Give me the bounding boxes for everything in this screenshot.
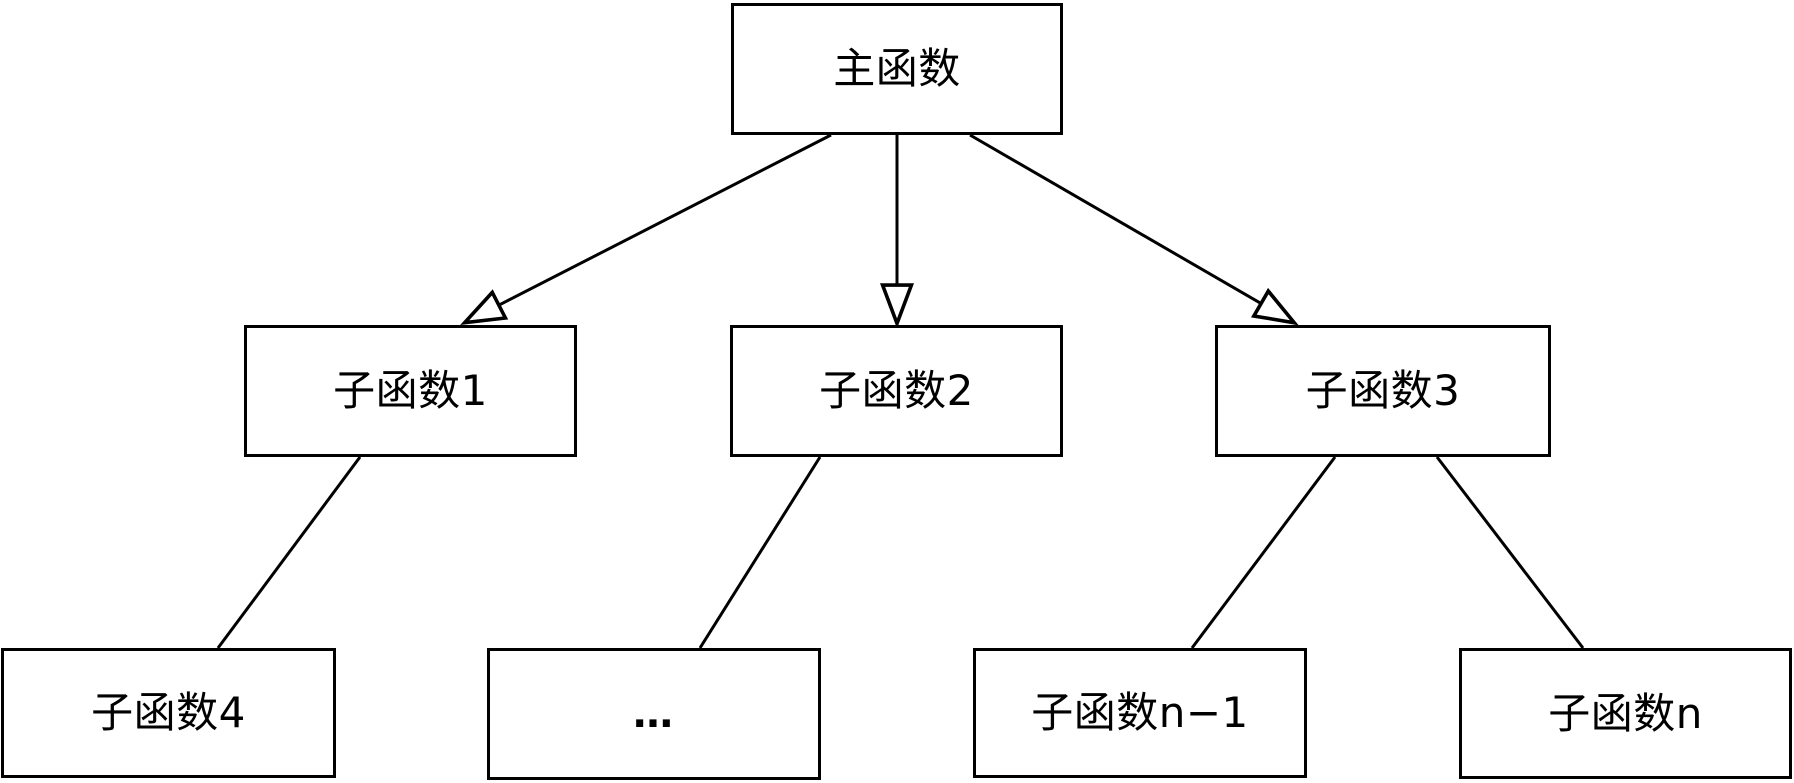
node-sub-n[interactable]: 子函数n xyxy=(1459,648,1792,779)
node-label-main: 主函数 xyxy=(833,44,961,93)
edge-sub3-to-subn1 xyxy=(1190,456,1337,649)
node-label-sub2: 子函数2 xyxy=(819,366,974,415)
node-label-sub-n: 子函数n xyxy=(1548,688,1703,738)
node-label-sub3: 子函数3 xyxy=(1305,366,1461,415)
edge-main-to-sub1 xyxy=(460,133,832,326)
node-sub3[interactable]: 子函数3 xyxy=(1215,325,1551,457)
node-sub1[interactable]: 子函数1 xyxy=(244,325,577,457)
node-label-sub4: 子函数4 xyxy=(91,688,246,737)
edge-sub2-to-more xyxy=(698,456,822,649)
node-label-ellipsis: … xyxy=(633,691,675,737)
node-sub2[interactable]: 子函数2 xyxy=(730,325,1063,457)
edge-main-to-sub3 xyxy=(969,133,1299,326)
node-sub-n-minus-1[interactable]: 子函数n−1 xyxy=(973,648,1307,778)
node-label-sub1: 子函数1 xyxy=(333,366,488,415)
edge-sub1-to-sub4 xyxy=(216,456,362,649)
node-main[interactable]: 主函数 xyxy=(731,3,1063,135)
node-sub4[interactable]: 子函数4 xyxy=(1,648,336,778)
edge-sub3-to-subn xyxy=(1435,456,1585,649)
node-label-sub-n-minus-1: 子函数n−1 xyxy=(1031,688,1249,737)
node-ellipsis[interactable]: … xyxy=(487,648,821,780)
